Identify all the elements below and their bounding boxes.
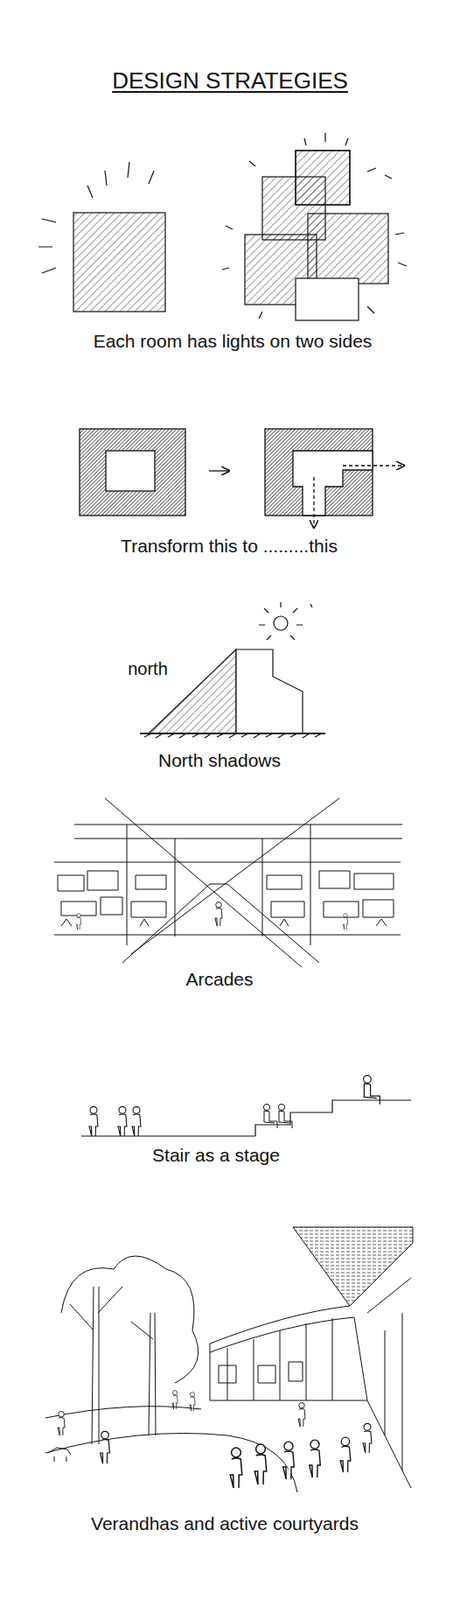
strategy-caption: North shadows	[158, 749, 281, 771]
shadow-sketch	[139, 601, 326, 738]
strategy-caption: Verandhas and active courtyards	[90, 1512, 359, 1534]
stair-sketch	[81, 1074, 412, 1136]
room-sketch	[38, 132, 407, 321]
direction-label: north	[127, 658, 168, 679]
arcade-sketch	[54, 797, 403, 967]
verandah-sketch	[45, 1226, 413, 1492]
page-title: DESIGN STRATEGIES	[111, 68, 349, 95]
courtyard-transform	[79, 428, 405, 528]
strategy-caption: Stair as a stage	[152, 1143, 280, 1165]
strategy-caption: Each room has lights on two sides	[93, 330, 373, 352]
strategy-caption: Arcades	[185, 968, 253, 990]
strategy-caption: Transform this to .........this	[120, 535, 338, 557]
